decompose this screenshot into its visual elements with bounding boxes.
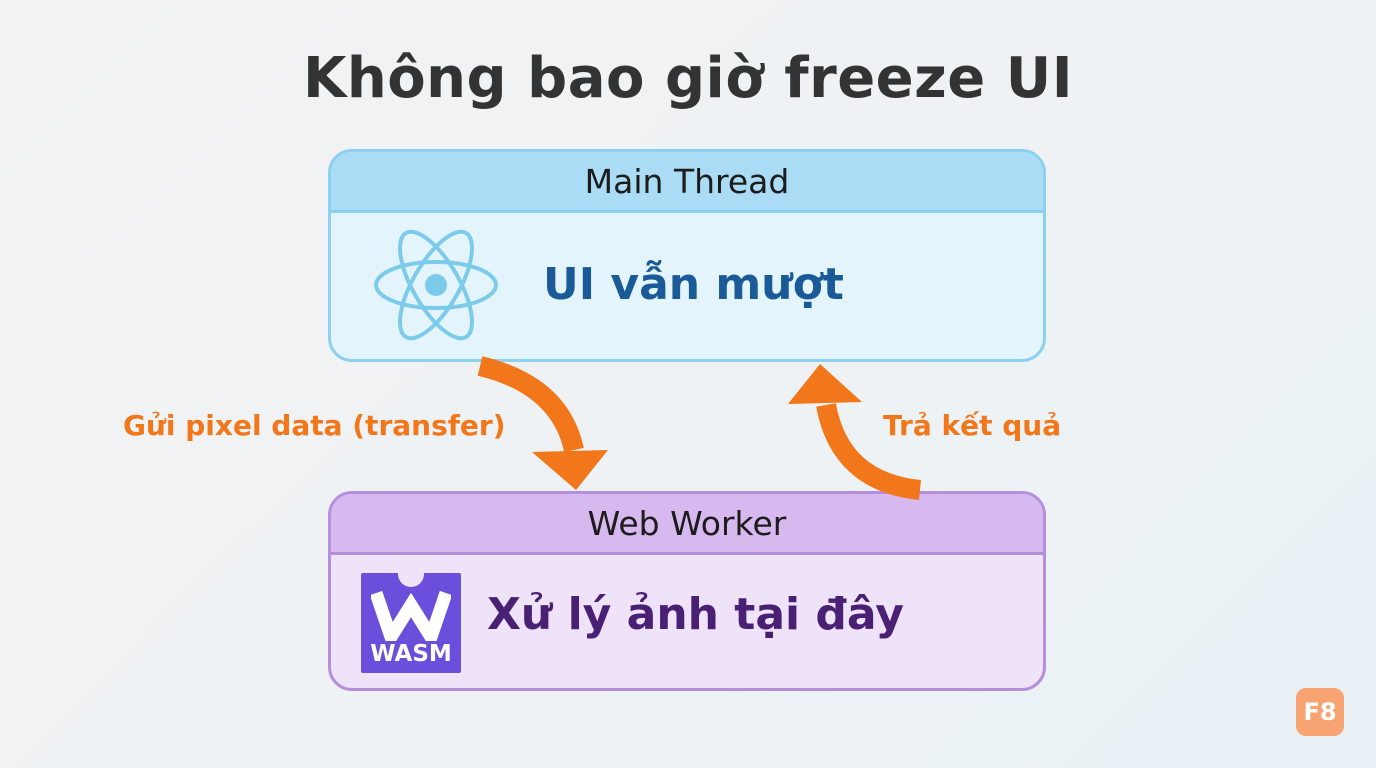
main-thread-text: UI vẫn mượt xyxy=(543,259,844,310)
main-thread-header: Main Thread xyxy=(331,152,1043,213)
f8-badge: F8 xyxy=(1296,688,1344,736)
main-thread-box: Main Thread UI vẫn mượt xyxy=(328,149,1046,362)
send-arrow-head xyxy=(532,450,608,490)
wasm-logo-notch xyxy=(398,571,424,587)
return-arrow-head xyxy=(788,364,862,404)
react-atom-icon xyxy=(374,229,498,341)
diagram-title: Không bao giờ freeze UI xyxy=(302,46,1074,111)
send-arrow xyxy=(477,356,584,453)
web-worker-box: Web Worker WASM Xử lý ảnh tại đây xyxy=(328,491,1046,691)
main-thread-body: UI vẫn mượt xyxy=(331,213,1043,359)
return-arrow xyxy=(816,402,922,500)
web-worker-header: Web Worker xyxy=(331,494,1043,555)
wasm-logo-label: WASM xyxy=(370,641,452,667)
web-worker-body: WASM Xử lý ảnh tại đây xyxy=(331,555,1043,688)
web-worker-text: Xử lý ảnh tại đây xyxy=(487,589,904,640)
send-arrow-label: Gửi pixel data (transfer) xyxy=(123,409,506,442)
return-arrow-label: Trả kết quả xyxy=(883,409,1062,442)
wasm-w-glyph xyxy=(371,590,451,641)
wasm-logo-icon: WASM xyxy=(361,571,461,673)
